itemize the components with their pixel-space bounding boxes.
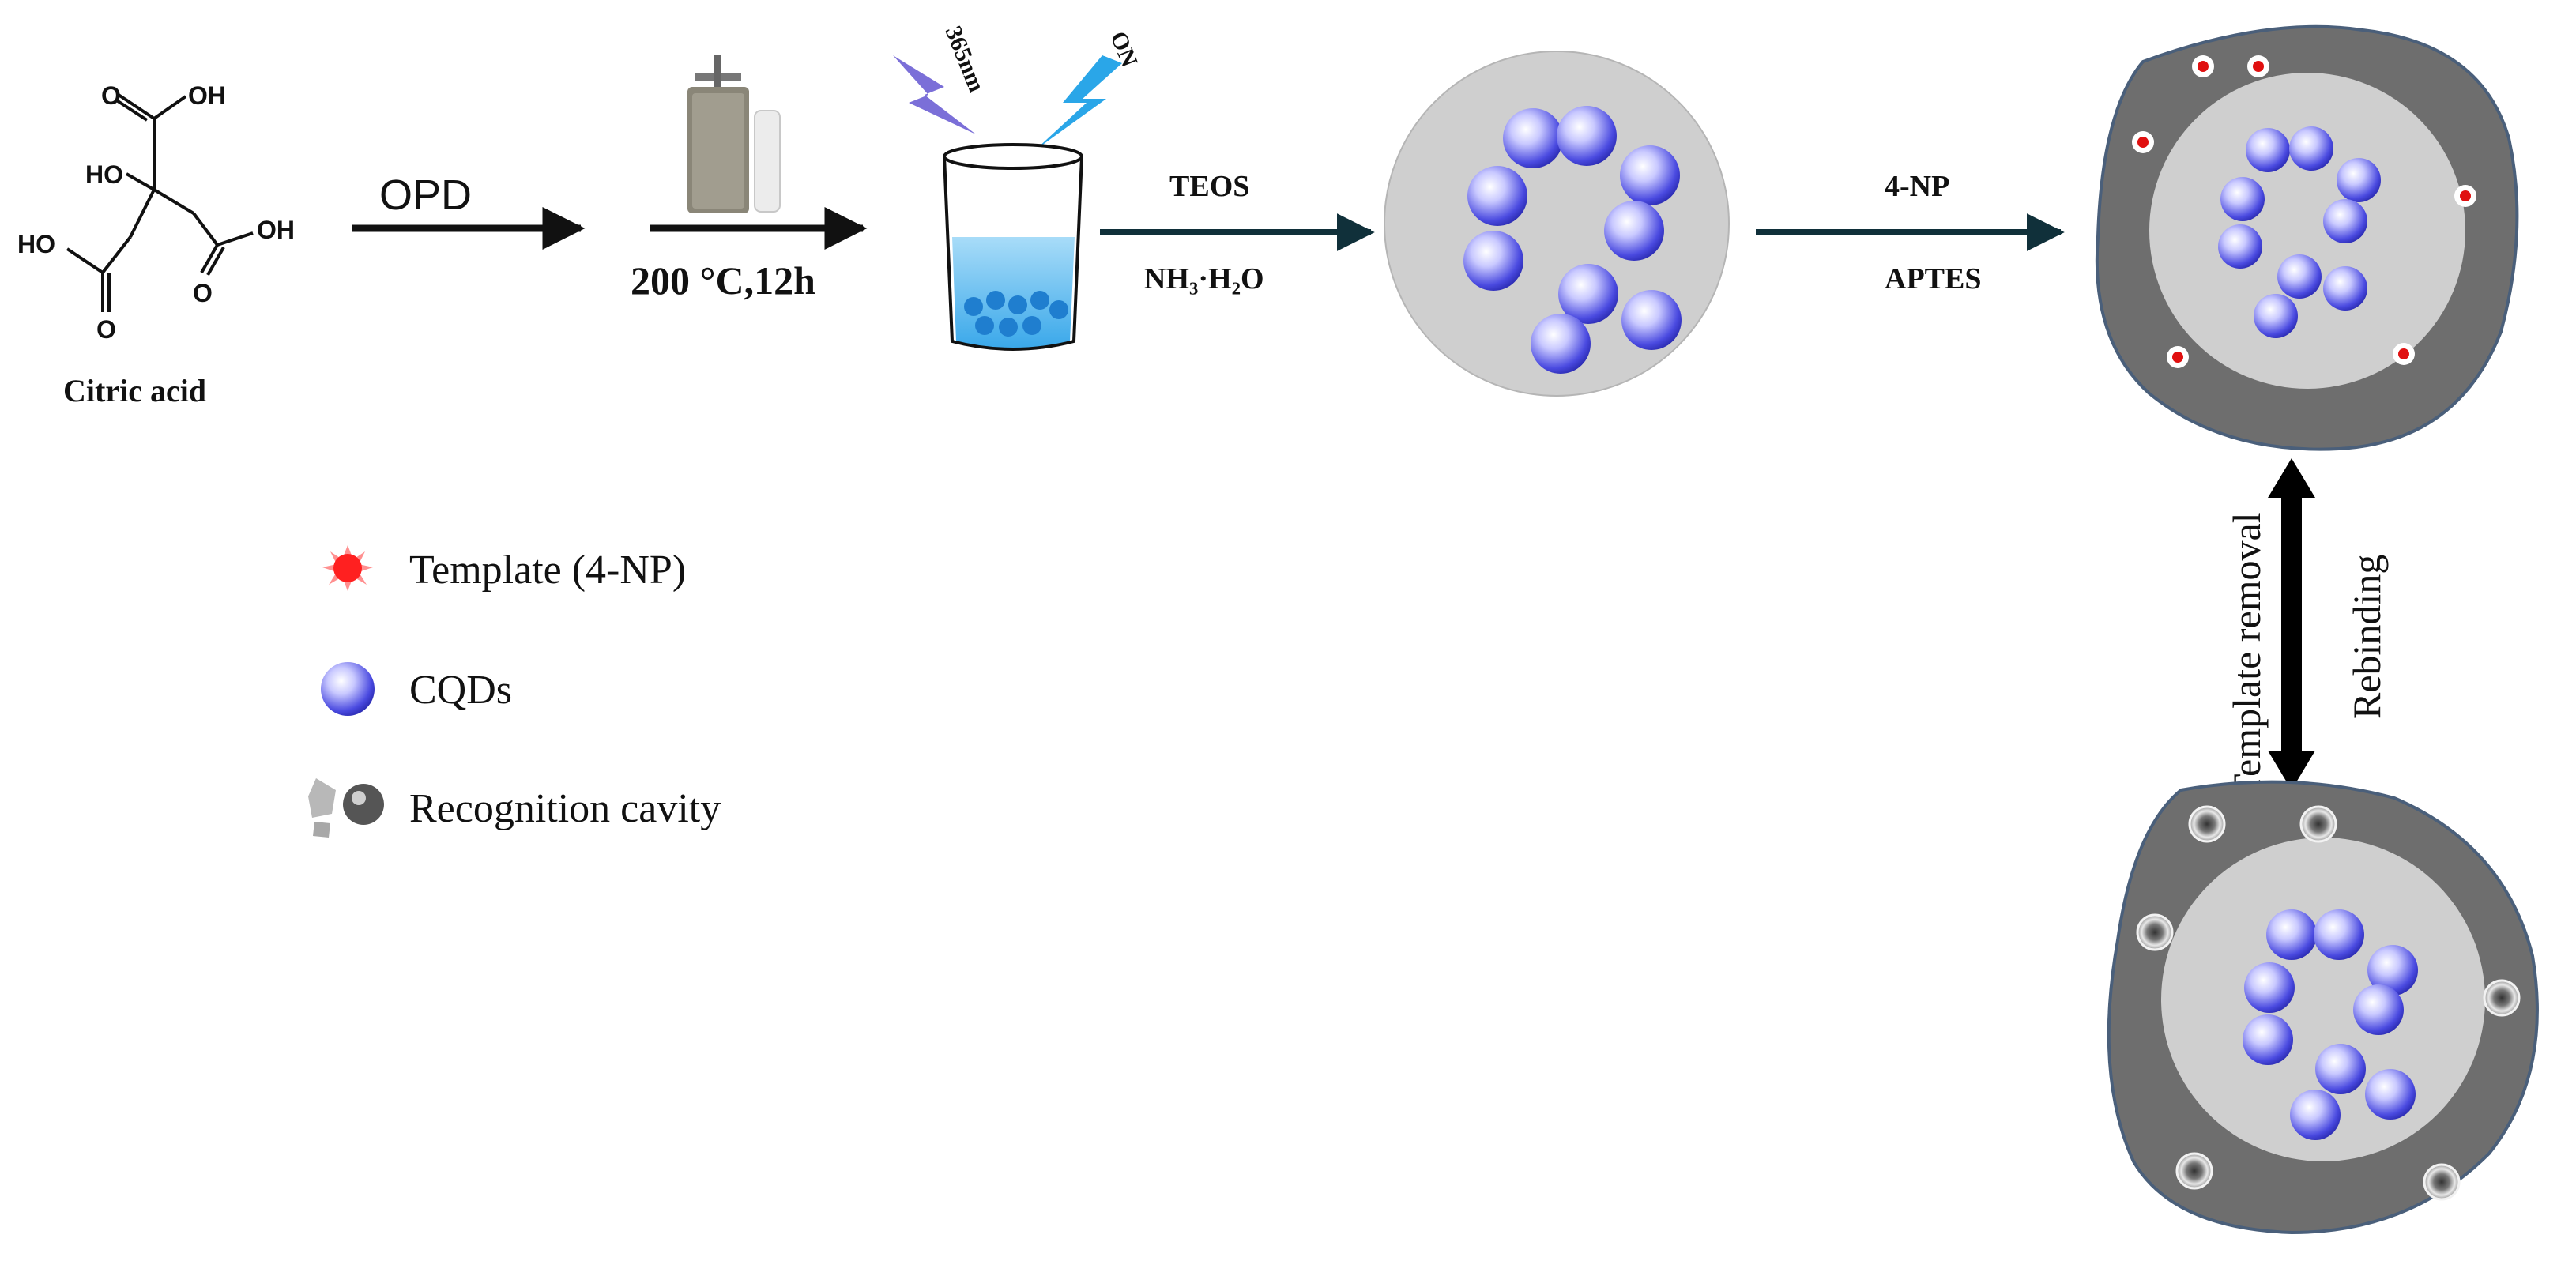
cqd-sphere [1531, 314, 1591, 374]
cqd-sphere [2266, 909, 2317, 960]
cqd-sphere [2246, 128, 2290, 172]
cavity-marker [2188, 805, 2226, 843]
cavity-markers [2136, 805, 2521, 1201]
legend-label-cqds: CQDs [409, 668, 512, 713]
template-marker [2172, 352, 2183, 363]
template-removal-label: Template removal [2224, 512, 2269, 798]
step3-reagent-top: TEOS [1169, 170, 1249, 203]
uv-bolt-violet-icon [893, 55, 976, 134]
group-o-right: O [193, 279, 213, 307]
molecule-name: Citric acid [63, 373, 206, 408]
step2-condition: 200 °C,12h [631, 258, 815, 303]
cavity-marker [2423, 1163, 2461, 1201]
group-o-bottom: O [96, 315, 116, 344]
cqd-sphere [2218, 224, 2262, 269]
rebinding-label: Rebinding [2344, 555, 2389, 719]
step4-reagent-bottom: APTES [1885, 262, 1981, 295]
template-marker [2198, 61, 2209, 72]
legend-label-cavity: Recognition cavity [409, 786, 721, 831]
uv-bolt-blue-icon [1035, 55, 1122, 150]
cqd-sphere [2353, 984, 2404, 1035]
cavity-marker [2175, 1152, 2213, 1190]
mip-particle-templated [2095, 24, 2519, 451]
group-oh-top: OH [188, 81, 226, 110]
group-o-top: O [101, 81, 121, 110]
reversible-arrow [2268, 458, 2315, 790]
group-ho-mid: HO [85, 160, 123, 189]
cqd-sphere-icon [321, 662, 375, 716]
cavity-marker [2483, 979, 2521, 1017]
cavity-marker [2299, 805, 2337, 843]
template-markers [2132, 55, 2476, 368]
cqd-sphere [1558, 264, 1618, 324]
cqd-sphere [2289, 126, 2333, 171]
mip-cavity-spheres [2243, 909, 2418, 1140]
cavity-icon [308, 778, 384, 838]
cqd-sphere [2315, 1044, 2366, 1094]
cqd-sphere [2277, 254, 2322, 299]
cqd-sphere [2365, 1069, 2416, 1120]
template-marker [2460, 190, 2471, 201]
beaker-icon [943, 143, 1083, 351]
cqd-sphere [2314, 909, 2364, 960]
cqd-sphere [2337, 158, 2381, 202]
cqd-sphere [1503, 108, 1563, 168]
mip-templated-spheres [2218, 126, 2381, 338]
step1-reagent: OPD [379, 171, 472, 219]
template-star-icon [322, 545, 373, 591]
citric-acid-structure [66, 93, 254, 312]
group-oh-right: OH [257, 216, 295, 244]
template-marker [2398, 348, 2409, 359]
mip-particle-cavities [2107, 780, 2539, 1235]
uv-wavelength: 365nm [940, 22, 990, 96]
cqd-sphere [1620, 145, 1680, 205]
cqd-sphere [1467, 166, 1527, 226]
cqd-sphere [2243, 1014, 2293, 1065]
cqd-sphere [2290, 1090, 2341, 1140]
template-marker [2137, 137, 2149, 148]
cqd-sphere [1604, 201, 1664, 261]
step3-reagent-bottom: NH₃·H₂O [1144, 262, 1264, 295]
legend: Template (4-NP) CQDs Recognition cavity [308, 545, 721, 838]
cqd-sphere [2254, 294, 2298, 338]
silica-cqd-spheres [1463, 106, 1682, 374]
group-ho-left: HO [17, 230, 55, 258]
cqd-sphere [2220, 177, 2265, 221]
cqd-sphere [1621, 290, 1682, 350]
legend-label-template: Template (4-NP) [409, 548, 686, 593]
template-marker [2253, 61, 2264, 72]
autoclave-icon [687, 55, 781, 213]
cqd-sphere [2323, 266, 2367, 311]
cqd-sphere [2323, 199, 2367, 243]
cqd-sphere [2367, 945, 2418, 996]
cavity-marker [2136, 913, 2174, 951]
cqd-sphere [1557, 106, 1617, 166]
step4-reagent-top: 4-NP [1885, 170, 1949, 203]
cqd-sphere [2244, 962, 2295, 1013]
cqd-sphere [1463, 231, 1523, 291]
